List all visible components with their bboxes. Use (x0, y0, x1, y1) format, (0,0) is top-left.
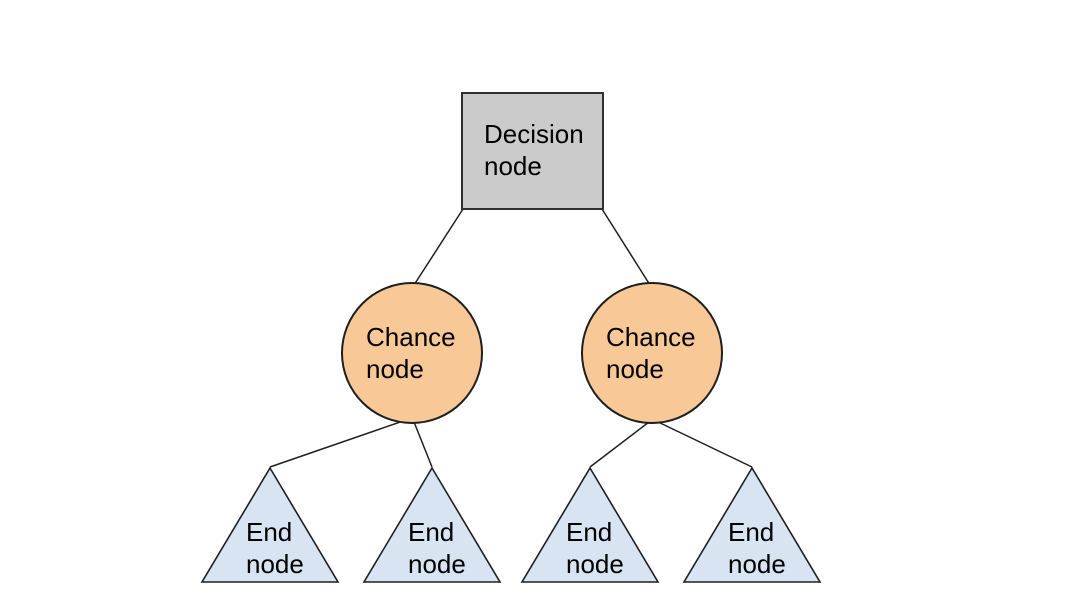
chance-right-node-label-line-2: node (606, 354, 664, 384)
decision-node-label-line-1: Decision (484, 119, 584, 149)
edge-chance-right-to-end-3 (589, 421, 650, 468)
edge-chance-left-to-end-1 (269, 419, 407, 468)
end-1-node-label-line-1: End (246, 517, 292, 547)
end-4-node-label-line-1: End (728, 517, 774, 547)
end-1-node-shape (200, 466, 340, 583)
end-2-node-label-line-2: node (408, 549, 466, 579)
decision-node-label-line-2: node (484, 151, 542, 181)
end-4-node-shape (682, 466, 822, 583)
end-4-node-label-line-2: node (728, 549, 786, 579)
end-2-node-label-line-1: End (408, 517, 454, 547)
end-3-node-label-line-1: End (566, 517, 612, 547)
edge-decision-to-chance-right (601, 208, 651, 286)
end-3-node-label-line-2: node (566, 549, 624, 579)
end-1-node-label-line-2: node (246, 549, 304, 579)
chance-left-node-label-line-1: Chance (366, 322, 456, 352)
decision-node-shape (461, 92, 604, 210)
chance-right-node-shape (581, 282, 723, 424)
edge-chance-right-to-end-4 (655, 420, 753, 468)
chance-left-node-shape (341, 282, 483, 424)
edge-decision-to-chance-left (413, 208, 464, 286)
end-3-node-shape (520, 466, 660, 583)
end-2-node-shape (362, 466, 502, 583)
chance-right-node-label-line-1: Chance (606, 322, 696, 352)
edge-chance-left-to-end-2 (413, 421, 433, 468)
chance-left-node-label-line-2: node (366, 354, 424, 384)
